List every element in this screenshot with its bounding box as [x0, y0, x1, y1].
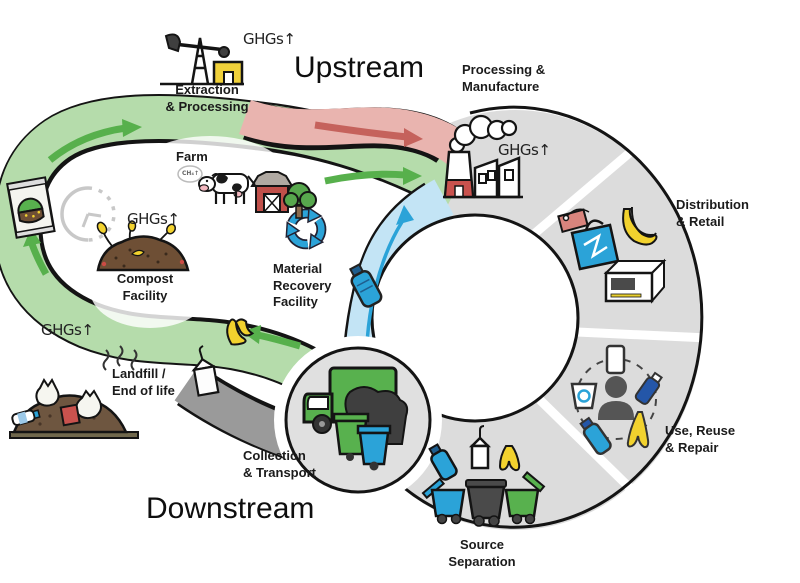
water-bottle-icon	[579, 416, 612, 456]
ch4-label: CH₄↑	[182, 170, 200, 177]
segment-divider	[531, 140, 643, 238]
compost-label: Compost Facility	[116, 271, 174, 303]
ghgs-compost-label: GHGs↑	[127, 210, 180, 228]
water-bottle-icon	[11, 409, 41, 426]
pumpjack-icon	[160, 33, 244, 86]
coffee-cup-icon	[570, 382, 598, 410]
sorting-bins-icons	[421, 425, 546, 527]
package-box-icon	[603, 258, 667, 304]
recycling-arrows-icon	[285, 206, 327, 250]
ghgs-factory-label: GHGs↑	[498, 141, 551, 159]
processing-label: Processing & Manufacture	[462, 62, 546, 94]
ch4-cloud-icon	[177, 165, 203, 183]
phone-icon	[605, 344, 626, 375]
retail-goods-icons	[557, 206, 667, 304]
banana-peel-icon	[498, 445, 521, 472]
compost-bag-icon	[6, 176, 56, 239]
price-tag-icon	[557, 208, 590, 234]
tree-icon	[283, 182, 317, 219]
bananas-icon	[622, 206, 658, 246]
landfill-label: Landfill / End of life	[112, 366, 175, 398]
milk-carton-icon	[468, 425, 492, 470]
banana-peel-icon	[226, 318, 255, 346]
water-bottle-icon	[428, 443, 458, 481]
farm-label: Farm	[176, 149, 208, 164]
segment-divider	[536, 396, 638, 496]
person-icon	[598, 376, 634, 420]
distribution-label: Distribution & Retail	[676, 197, 749, 229]
downstream-label: Downstream	[146, 492, 315, 525]
repair-tube-icon	[634, 371, 663, 405]
upstream-label: Upstream	[294, 51, 425, 84]
source-separation-label: Source Separation	[448, 537, 516, 569]
garbage-truck-icon	[302, 366, 409, 471]
recycle-bin-green-icon	[504, 470, 546, 525]
collection-label: Collection & Transport	[243, 448, 316, 480]
compost-pile-icon	[96, 220, 190, 272]
garbage-bag-icon	[35, 378, 60, 407]
recycle-bin-blue-icon	[356, 424, 392, 471]
factory-icon	[443, 114, 523, 199]
use-reuse-label: Use, Reuse & Repair	[665, 423, 736, 455]
cow-icon	[198, 172, 256, 204]
consumer-use-icons	[570, 344, 663, 456]
garbage-bag-icon	[75, 389, 102, 420]
recycle-bin-black-icon	[465, 479, 507, 527]
material-recovery-label: Material Recovery Facility	[273, 261, 332, 310]
segment-divider	[576, 327, 709, 343]
green-flow-arrows	[23, 119, 422, 350]
extraction-label: Extraction & Processing	[165, 82, 249, 114]
plastic-bottle-icon	[348, 263, 383, 308]
banana-peel-icon	[626, 411, 650, 449]
raw-material-flow-path	[239, 99, 470, 165]
smoke-clouds-icon	[448, 114, 518, 154]
recycle-bin-blue-icon	[421, 477, 466, 525]
ghgs-extraction-label: GHGs↑	[243, 30, 296, 48]
ghgs-landfill-label: GHGs↑	[41, 321, 94, 339]
clock-icon	[60, 186, 116, 242]
stink-lines-icon	[102, 345, 138, 371]
landfill-heap-icon	[9, 345, 139, 439]
milk-carton-icon	[191, 345, 220, 397]
